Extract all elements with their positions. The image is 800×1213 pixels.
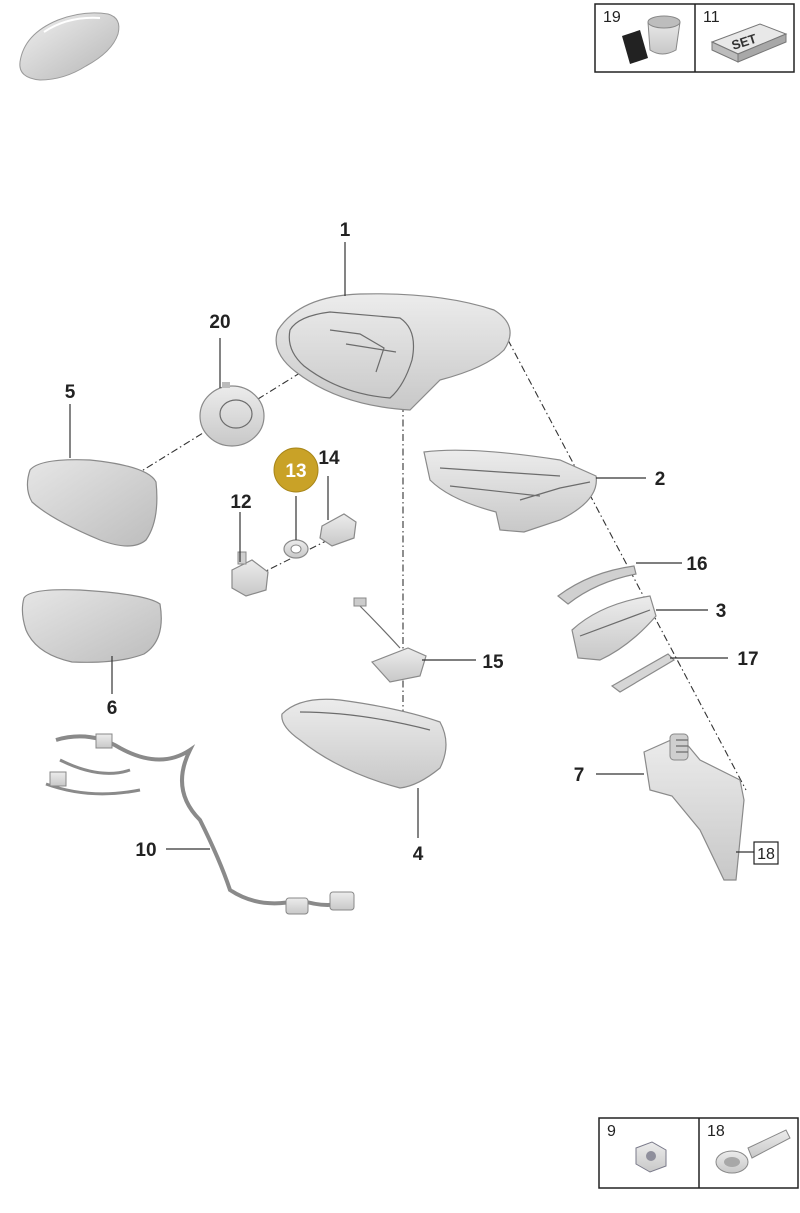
- bottom-kit-box: 9 18: [598, 1117, 799, 1189]
- turn-signal-15-part: [353, 597, 427, 683]
- mirror-cap-4-part: [281, 698, 447, 789]
- callout-10[interactable]: 10: [135, 840, 156, 861]
- glass-adjust-motor-part: [199, 382, 265, 447]
- callout-15[interactable]: 15: [482, 652, 504, 673]
- car-thumbnail-icon: [19, 12, 120, 81]
- hex-nut-icon: [635, 1141, 667, 1173]
- trim-17-part: [610, 653, 675, 693]
- callout-4[interactable]: 4: [413, 844, 424, 865]
- screw-icon: [715, 1129, 791, 1174]
- callout-labels: 1 2 3 4 5 6 7 10 12 14 15 16 17 20: [65, 220, 759, 865]
- callout-6[interactable]: 6: [107, 698, 118, 719]
- callout-20[interactable]: 20: [209, 312, 230, 333]
- set-label: SET: [730, 31, 759, 53]
- callout-14[interactable]: 14: [318, 448, 340, 469]
- leader-lines: [69, 242, 754, 853]
- mirror-housing-part: [275, 293, 511, 411]
- folding-base-7-part: [643, 733, 745, 881]
- callout-18-label: 18: [757, 846, 775, 863]
- callout-3[interactable]: 3: [716, 601, 727, 622]
- kit-item-19-number: 19: [603, 9, 621, 26]
- callout-13-label: 13: [285, 461, 306, 482]
- callout-7[interactable]: 7: [574, 765, 585, 786]
- top-kit-box: 19 11 SET: [594, 3, 795, 73]
- callout-1[interactable]: 1: [340, 220, 351, 241]
- kit-item-18-number: 18: [707, 1123, 725, 1140]
- ring-13-part: [283, 539, 309, 559]
- callout-16[interactable]: 16: [686, 554, 707, 575]
- connector-12-part: [231, 551, 269, 597]
- mirror-frame-part: [423, 449, 597, 533]
- gasket-16-part: [557, 565, 637, 605]
- trim-3-part: [571, 595, 657, 661]
- wiring-harness-10-part: [45, 733, 355, 915]
- callout-5[interactable]: 5: [65, 382, 76, 403]
- adhesive-tape-icon: [622, 15, 681, 64]
- highlighted-callout-13[interactable]: 13: [273, 447, 319, 493]
- kit-item-9-number: 9: [607, 1123, 616, 1140]
- set-box-icon: SET: [710, 23, 788, 63]
- callout-12[interactable]: 12: [230, 492, 251, 513]
- mirror-glass-lower-part: [21, 589, 162, 663]
- connector-14-part: [319, 513, 357, 547]
- boxed-callout-18[interactable]: 18: [753, 841, 779, 865]
- callout-17[interactable]: 17: [737, 649, 758, 670]
- kit-item-11-number: 11: [703, 9, 720, 26]
- mirror-glass-upper-part: [26, 459, 158, 547]
- callout-2[interactable]: 2: [655, 469, 666, 490]
